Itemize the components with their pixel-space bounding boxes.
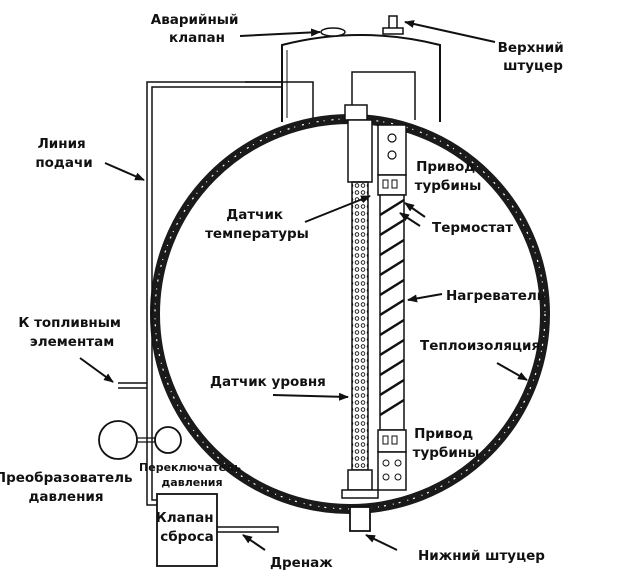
label-top-fitting: Верхний штуцер [498, 40, 569, 74]
emergency-valve-cap [320, 27, 346, 37]
label-pressure-switch: Переключатель давления [139, 461, 245, 489]
arrow-drain [242, 534, 266, 551]
heater-column [377, 124, 407, 491]
label-level-sensor: Датчик уровня [210, 374, 326, 390]
label-bottom-fitting: Нижний штуцер [418, 548, 545, 564]
insulation-texture [154, 118, 546, 510]
pressure-transducer-gauge [98, 420, 138, 460]
label-thermostat: Термостат [432, 220, 513, 236]
label-heater: Нагреватель [446, 288, 545, 304]
arrow-bottom-fitting [365, 534, 398, 551]
relief-valve-box [156, 493, 218, 567]
supply-line-pipe [146, 81, 282, 495]
drain-pipe [217, 526, 279, 533]
top-housing [281, 34, 441, 122]
label-relief-valve: Клапан сброса [156, 510, 219, 545]
arrow-thermostat-1 [404, 202, 426, 218]
label-supply-line: Линия подачи [35, 136, 92, 171]
arrow-insulation [496, 362, 528, 381]
arrow-fuel-cells [79, 357, 114, 383]
arrow-temperature-sensor [304, 195, 371, 223]
pressure-switch-gauge [154, 426, 182, 454]
fuel-cell-branch [118, 382, 147, 389]
label-pressure-transducer: Преобразователь давления [0, 470, 137, 505]
inner-pipe-right [351, 71, 416, 120]
label-insulation: Теплоизоляция [420, 338, 540, 354]
arrow-top-fitting [404, 20, 496, 43]
label-temperature-sensor: Датчик температуры [205, 207, 309, 242]
arrow-level-sensor [272, 392, 349, 401]
label-to-fuel-cells: К топливным элементам [18, 315, 125, 350]
arrow-supply-line [104, 162, 145, 181]
label-turbine-drive-top: Привод турбины [415, 159, 482, 194]
arrow-heater [407, 293, 443, 303]
label-emergency-valve: Аварийный клапан [151, 12, 243, 46]
arrow-emergency-valve [239, 28, 321, 37]
level-sensor-tube [341, 104, 379, 532]
arrow-thermostat-2 [399, 212, 421, 227]
leader-arrows [79, 20, 528, 551]
label-drain: Дренаж [270, 555, 333, 571]
top-fitting-nozzle [382, 15, 404, 35]
label-turbine-drive-bottom: Привод турбины [413, 426, 480, 461]
